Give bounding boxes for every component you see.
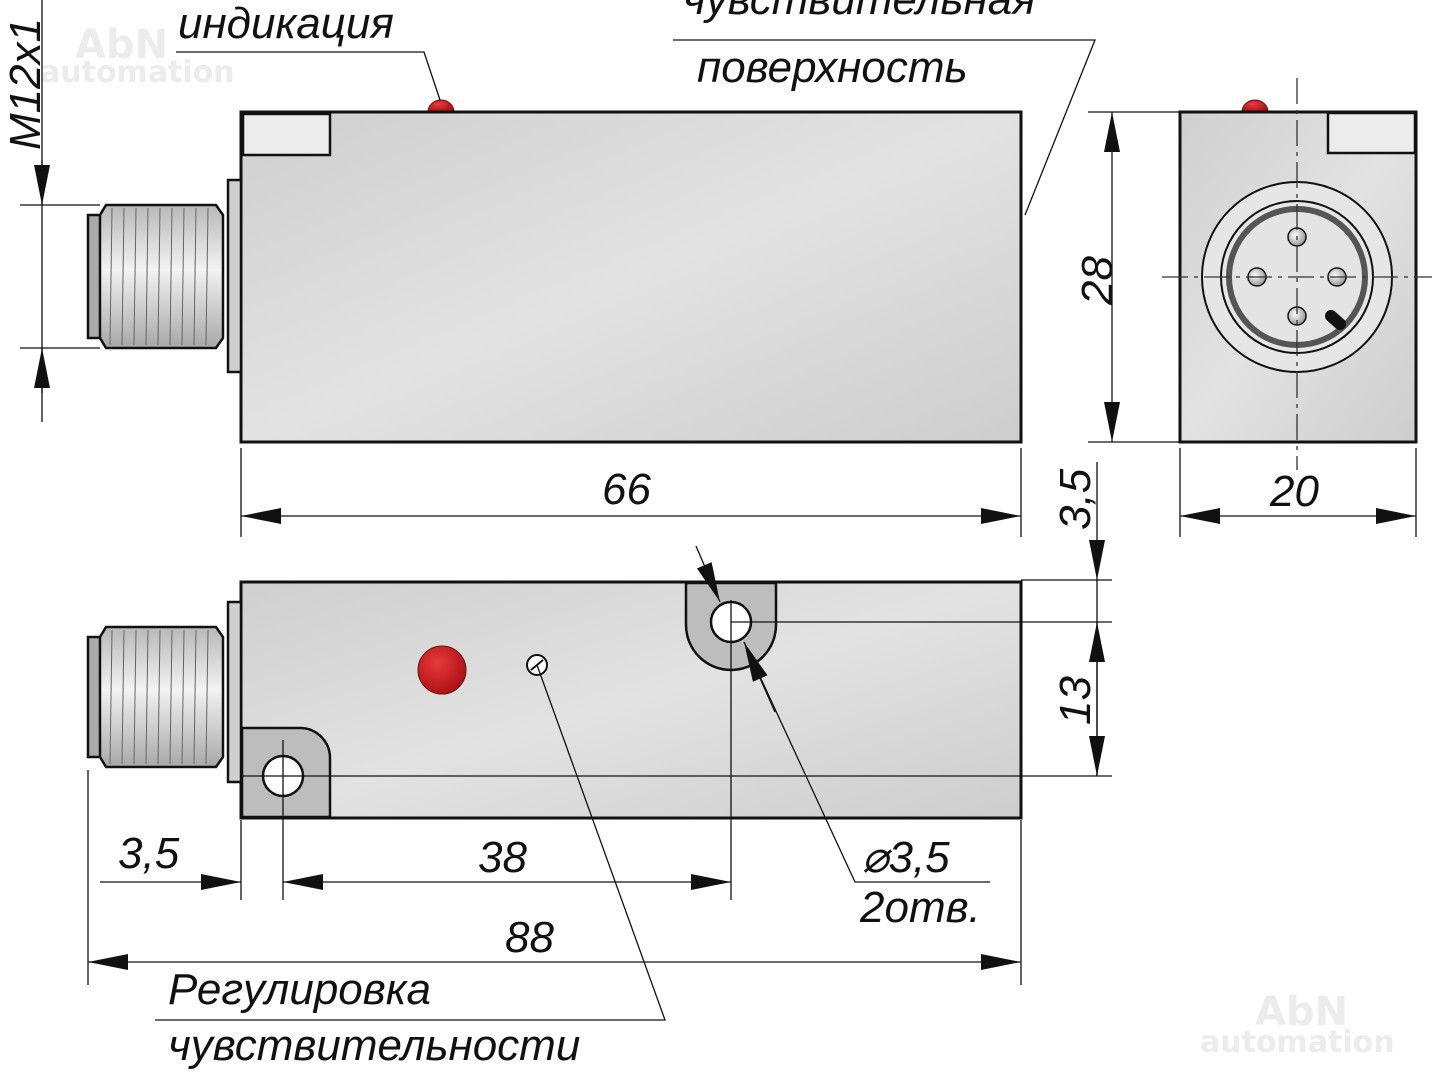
indicator-led [427,99,455,113]
thread-dimension: M12x1 [1,18,50,150]
sensitive-surface-label-1: чувствительная [683,0,1036,24]
watermark-bottom: AbN automation [1200,989,1395,1060]
svg-text:AbN: AbN [75,22,168,68]
indication-label: индикация [178,0,394,48]
length-88: 88 [505,913,554,962]
offset-left-3-5: 3,5 [118,829,180,878]
indicator-led [417,645,467,695]
sensitive-surface-label-2: поверхность [697,43,968,92]
holes-count: 2отв. [859,883,981,932]
offset-top-3-5: 3,5 [1051,468,1100,530]
hole-spacing-38: 38 [478,833,527,882]
adjust-label-1: Регулировка [168,965,431,1014]
bottom-view [86,580,1023,820]
front-view [86,99,1023,444]
hole-diameter: ⌀3,5 [862,833,950,882]
hole-spacing-13: 13 [1051,676,1100,725]
connector-thread [98,203,225,350]
svg-text:automation: automation [1200,1025,1395,1060]
flange [226,178,243,374]
width-20: 20 [1269,467,1319,516]
height-28: 28 [1073,256,1122,306]
notch [241,112,332,157]
svg-text:automation: automation [40,55,235,90]
watermark-top: AbN automation [40,22,235,90]
length-66: 66 [602,465,651,514]
key [1325,310,1346,330]
svg-text:AbN: AbN [1255,989,1348,1035]
side-view [1162,78,1432,470]
adjust-label-2: чувствительности [168,1021,580,1070]
